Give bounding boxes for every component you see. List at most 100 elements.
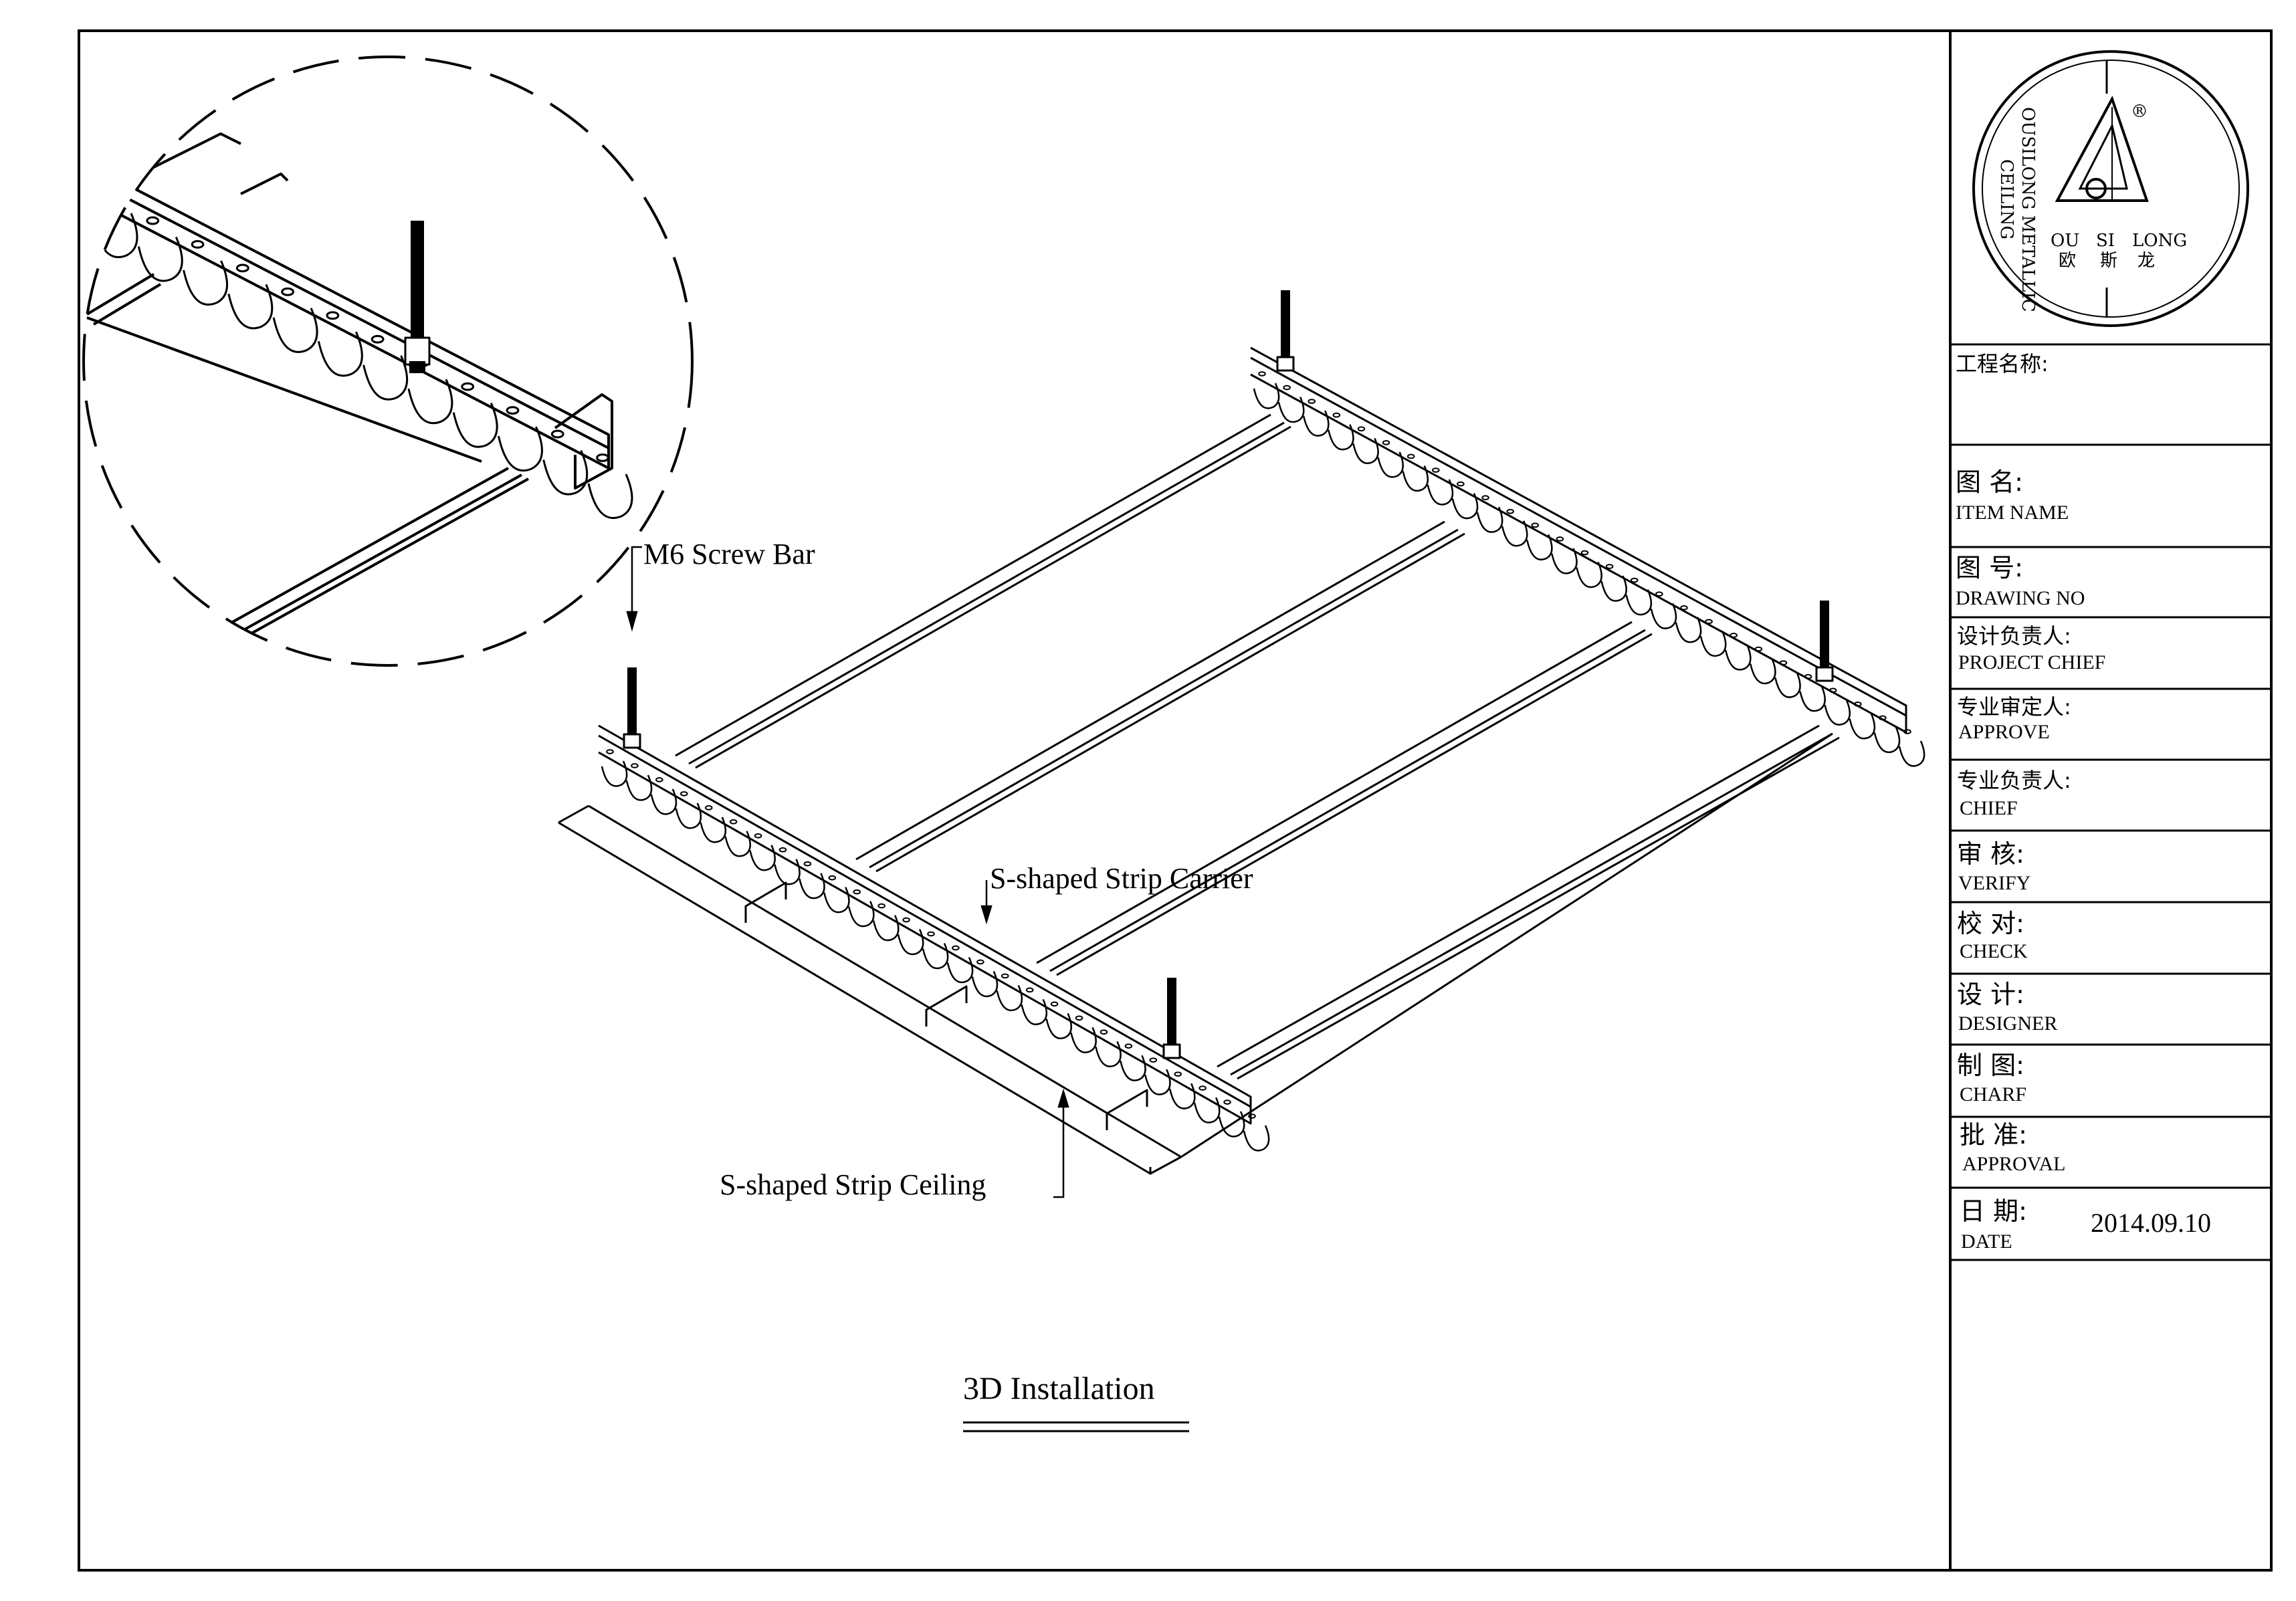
carrier-hole [729,819,738,825]
carrier-hole [1779,660,1788,665]
carrier-hole [1730,633,1738,638]
carrier-tooth [1873,726,1901,753]
carrier-hole [1100,1029,1108,1035]
carrier-tooth [872,915,900,942]
carrier-tooth [1625,589,1653,616]
carrier-hole [1506,508,1514,514]
carrier-label: S-shaped Strip Carrier [990,862,1253,895]
carrier-tooth [1501,520,1528,547]
carrier-tooth [1021,998,1048,1025]
carrier-tooth [1070,1027,1097,1053]
carrier-hole [281,287,294,296]
carrier-hole [1198,1085,1207,1091]
ceiling-label: S-shaped Strip Ceiling [720,1168,986,1201]
carrier-tooth [1724,644,1752,671]
carrier-tooth [946,956,974,984]
verify-label-cn: 审 核: [1957,839,2024,869]
carrier-tooth [1045,1012,1072,1039]
title-block-grid [1950,343,2271,1261]
carrier-tooth [1352,437,1379,464]
sheet-frame [78,29,2273,1572]
logo-chinese-1: 欧 [2059,251,2076,271]
carrier-hole [704,805,713,811]
carrier-tooth [700,817,727,843]
approval-label-cn: 批 准: [1960,1120,2027,1150]
logo-arc-text-2: CEILING [1996,159,2016,239]
carrier-hole [326,311,340,320]
carrier-hole [1531,522,1540,528]
carrier-hole [1332,412,1341,418]
carrier-holes [606,371,1911,1119]
carrier-hole [1853,702,1862,707]
front-strip-carrier [598,724,1252,1125]
registered-mark: ® [2131,102,2148,122]
company-logo: ® OUSILONG METALLIC CEILING OU SI LONG 欧… [1972,50,2249,327]
carrier-hole [803,861,812,867]
carrier-hole [1605,564,1614,569]
carrier-hole [1283,385,1291,391]
carrier-tooth [1750,658,1776,685]
carrier-hole [1481,495,1489,500]
carrier-tooth [587,473,633,520]
screw-bar-label: M6 Screw Bar [643,538,815,570]
carrier-tooth [1303,410,1330,437]
carrier-hole [1025,987,1034,993]
carrier-tooth [1169,1083,1196,1109]
carrier-hole [1580,550,1589,556]
carrier-tooth [317,331,363,377]
carrier-hole [1804,673,1812,679]
carrier-tooth [1243,1125,1270,1152]
carrier-hole [371,334,385,344]
carrier-tooth [971,970,999,997]
title-block: ® OUSILONG METALLIC CEILING OU SI LONG 欧… [1950,50,2271,1261]
carrier-tooth [1774,671,1801,698]
carrier-tooth [1476,506,1503,533]
carrier-tooth [1699,630,1727,657]
carrier-tooth [724,831,751,857]
carrier-tooth [650,788,677,815]
carrier-tooth [497,426,543,472]
ceiling-strips [588,413,1840,1158]
carrier-tooth [848,901,875,928]
carrier-hole [101,193,114,201]
carrier-hole [1174,1071,1182,1077]
carrier-hole [191,240,205,249]
screw-bar-front-right [1162,978,1181,1059]
carrier-hole [902,917,910,923]
carrier-tooth [1650,603,1677,629]
item-name-label-cn: 图 名: [1956,467,2023,497]
carrier-hole [1903,729,1911,734]
carrier-hole [550,429,564,439]
carrier-hole [1457,481,1465,487]
carrier-hole [506,406,520,415]
item-name-label-en: ITEM NAME [1956,502,2069,524]
logo-chinese-3: 龙 [2137,251,2155,271]
carrier-teeth [601,383,1925,1152]
approval-label-en: APPROVAL [1962,1153,2066,1175]
carrier-hole [877,903,885,909]
carrier-hole [631,763,639,768]
carrier-tooth [227,284,274,330]
carrier-tooth [601,760,628,787]
charf-label-cn: 制 图: [1957,1051,2024,1080]
carrier-hole [1630,577,1639,583]
carrier-hole [1357,426,1366,432]
detail-view [82,56,694,667]
carrier-tooth [1095,1041,1122,1067]
carrier-hole [1248,1113,1256,1119]
m6-screw-bars [623,290,1834,1059]
logo-latin-1: OU [2051,231,2079,251]
carrier-tooth [1849,713,1876,740]
screw-bar-front-left [623,667,641,749]
carrier-tooth [137,236,183,282]
project-name-label: 工程名称: [1956,351,2049,377]
carrier-tooth [897,929,924,956]
carrier-hole [1432,467,1440,473]
carrier-tooth [1675,617,1702,643]
annotations: M6 Screw Bar S-shaped Strip Carrier S-sh… [626,538,1253,1432]
carrier-tooth [749,845,776,871]
carrier-hole [1075,1015,1083,1021]
carrier-hole [976,959,984,965]
screw-bar-back-right [1815,601,1834,682]
